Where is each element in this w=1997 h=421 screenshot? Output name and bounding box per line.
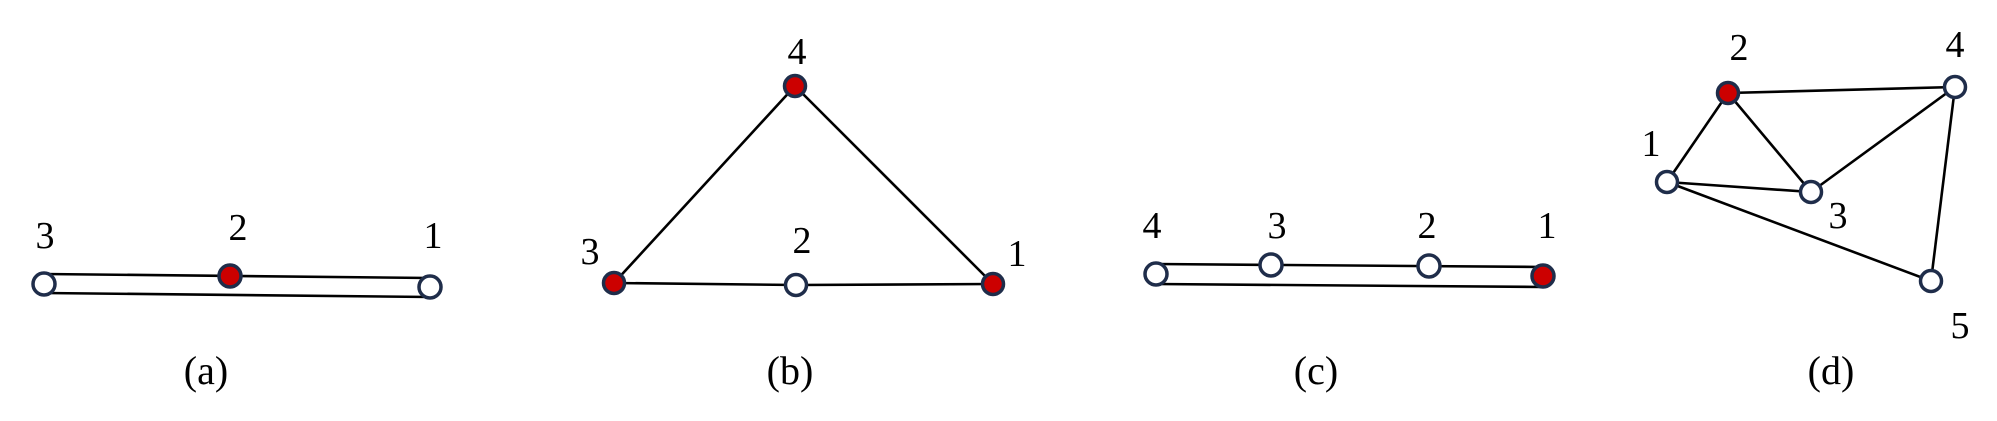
panel-d-node-4 [1942,74,1968,100]
panel-c-label-2: 2 [1418,205,1437,247]
panel-a-node-1 [417,274,443,300]
panel-d-edge-4-5 [1929,86,1957,282]
panel-c-node-2 [1416,253,1442,279]
panel-b-label-3: 3 [581,231,600,273]
panel-d-edge-2-3 [1727,92,1812,193]
panel-d-caption: (d) [1808,348,1855,393]
panel-d-node-3 [1798,179,1824,205]
panel-a-label-3: 3 [36,215,55,257]
panel-b-edge-3-4 [613,85,796,284]
panel-b: 4 3 2 1 (b) [581,31,1027,393]
panel-d-label-5: 5 [1951,305,1970,347]
panel-b-node-1 [980,271,1006,297]
panel-c-label-3: 3 [1268,205,1287,247]
panel-b-label-2: 2 [793,220,812,262]
panel-c-node-4 [1143,261,1169,287]
panel-d-edge-1-3 [1666,180,1812,194]
panel-a-node-3 [31,271,57,297]
panel-c-label-1: 1 [1538,205,1557,247]
panel-d-edge-1-5 [1666,180,1932,283]
panel-b-node-4 [782,73,808,99]
panel-c-node-3 [1258,252,1284,278]
panel-a-caption: (a) [184,348,228,393]
panel-d-label-2: 2 [1730,27,1749,69]
panel-c-node-1 [1530,263,1556,289]
panel-a-node-2 [217,263,243,289]
panel-b-edge-4-1 [794,85,994,285]
panel-c: 4 3 2 1 (c) [1143,205,1557,393]
panel-d: 1 2 3 4 5 (d) [1642,24,1970,393]
panel-d-node-2 [1715,80,1741,106]
panel-b-label-4: 4 [788,31,807,73]
panel-c-label-4: 4 [1143,205,1162,247]
panel-d-label-1: 1 [1642,123,1661,165]
panel-a-edge-bottom [43,291,431,299]
panel-d-edge-1-2 [1665,92,1730,183]
panel-b-edge-3-2 [613,281,797,287]
panel-d-node-5 [1918,268,1944,294]
panel-b-label-1: 1 [1008,233,1027,275]
panel-d-label-3: 3 [1829,195,1848,237]
panel-d-label-4: 4 [1946,24,1965,66]
panel-a-label-2: 2 [229,207,248,249]
panel-c-caption: (c) [1294,348,1338,393]
panel-b-node-3 [601,270,627,296]
panel-a-label-1: 1 [424,215,443,257]
panel-d-edge-2-4 [1727,85,1956,95]
panel-b-node-2 [783,272,809,298]
panel-c-edge-top [1155,262,1544,269]
panel-d-node-1 [1654,169,1680,195]
panel-c-edge-bottom [1155,282,1544,289]
panel-d-edge-3-4 [1810,85,1956,194]
panel-b-edge-2-1 [795,282,994,287]
panel-a: 3 2 1 (a) [31,207,443,393]
panel-b-caption: (b) [767,348,814,393]
